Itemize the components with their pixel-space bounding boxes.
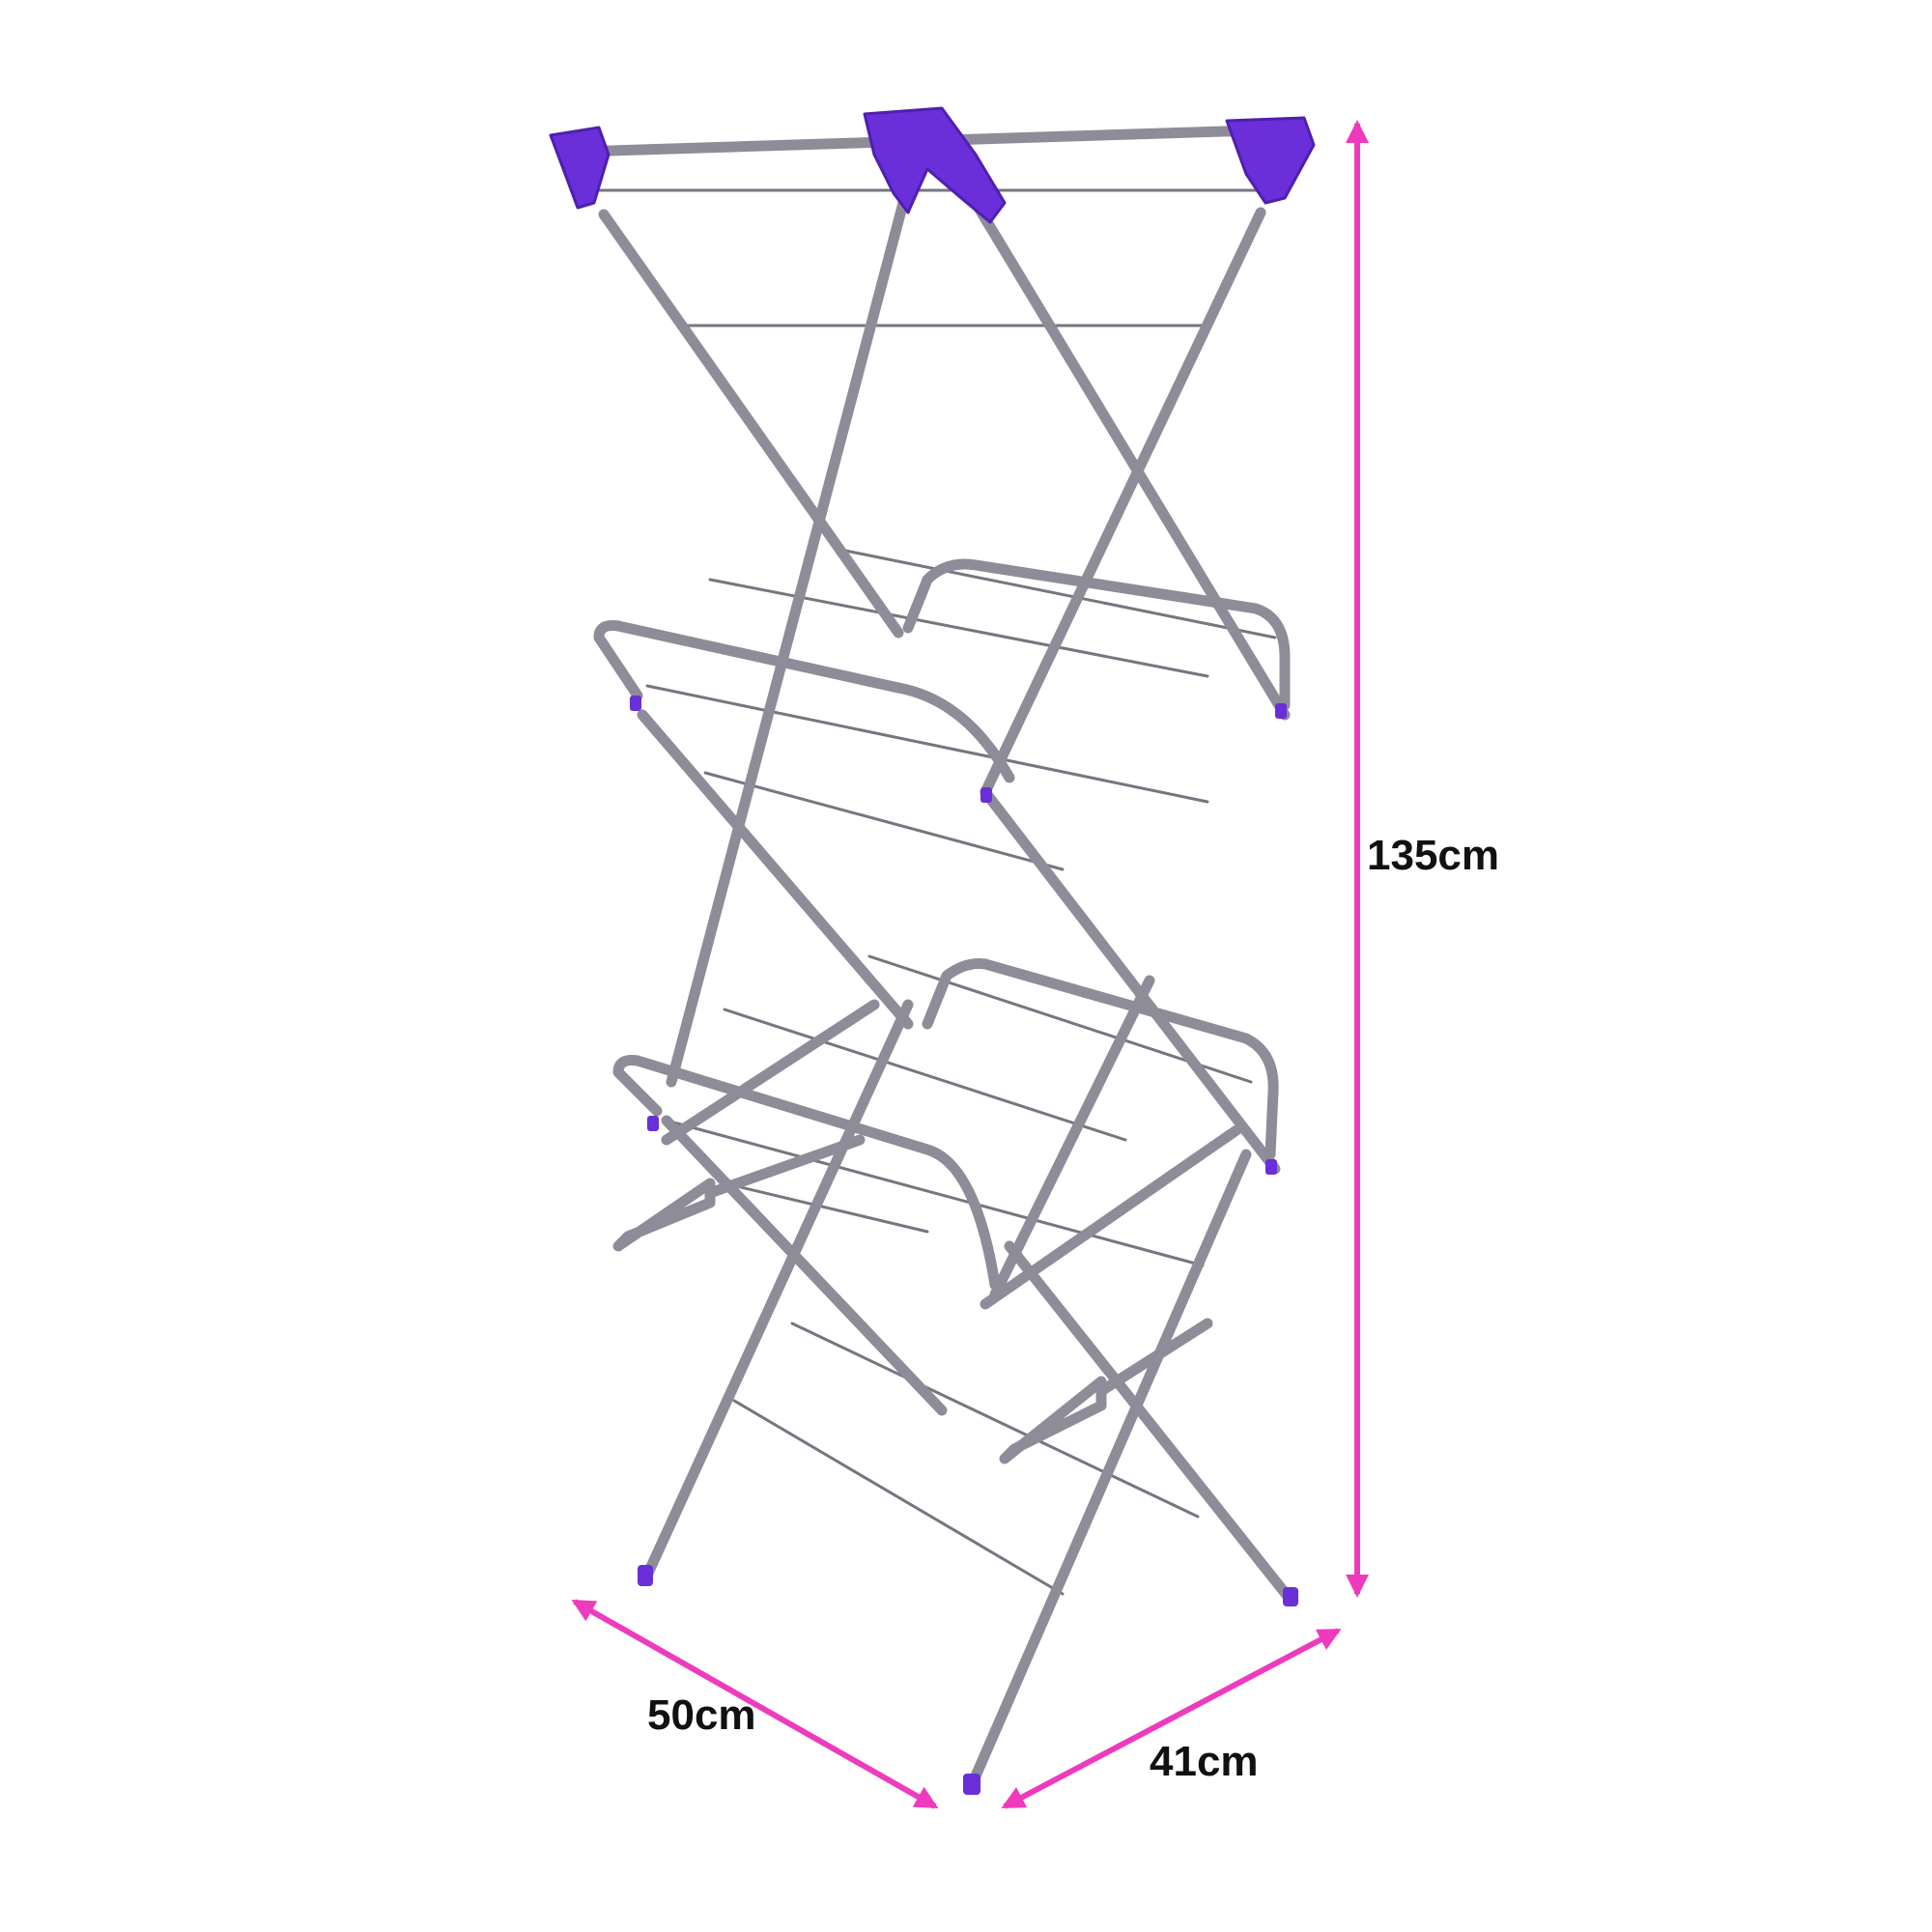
depth-arrow-icon bbox=[1001, 1628, 1342, 1809]
foot-cap-icon bbox=[1283, 1587, 1298, 1606]
connector-right-icon bbox=[1225, 116, 1316, 205]
connector-center-icon bbox=[863, 106, 1007, 224]
foot-cap-icon bbox=[1275, 703, 1287, 719]
width-arrow-icon bbox=[571, 1599, 939, 1809]
connector-left-icon bbox=[549, 126, 611, 210]
width-label: 50cm bbox=[647, 1691, 756, 1739]
wing-frames bbox=[593, 558, 1291, 1464]
foot-cap-icon bbox=[647, 1116, 659, 1131]
dimension-arrows bbox=[571, 120, 1369, 1809]
drying-wires bbox=[589, 188, 1277, 1596]
depth-label: 41cm bbox=[1150, 1738, 1259, 1785]
foot-cap-icon bbox=[1265, 1159, 1277, 1175]
feet-caps bbox=[630, 696, 1298, 1795]
top-connectors bbox=[549, 106, 1316, 224]
height-label: 135cm bbox=[1367, 832, 1499, 879]
clothes-airer-icon bbox=[549, 106, 1316, 1795]
foot-cap-icon bbox=[638, 1565, 653, 1586]
frame-tubes bbox=[574, 125, 1295, 1793]
foot-cap-icon bbox=[963, 1774, 980, 1795]
foot-cap-icon bbox=[980, 787, 992, 803]
foot-cap-icon bbox=[630, 696, 641, 711]
